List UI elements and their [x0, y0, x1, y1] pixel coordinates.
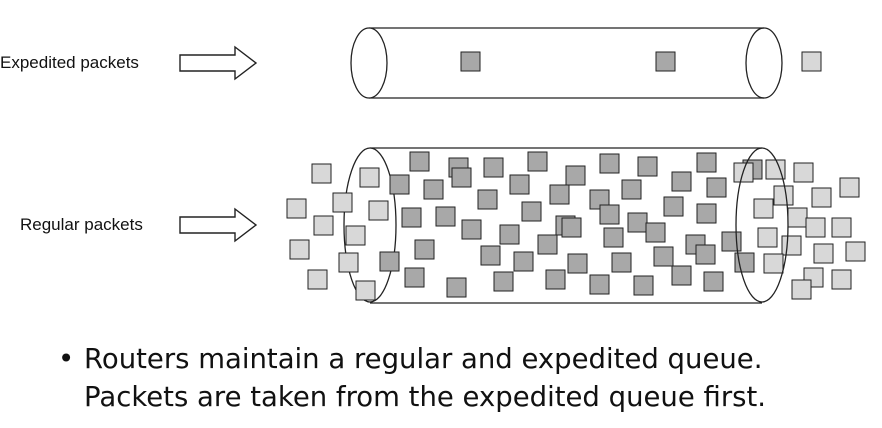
packet	[599, 204, 620, 225]
packet	[671, 171, 692, 192]
packet	[763, 253, 784, 274]
expedited-label: Expedited packets	[0, 53, 139, 72]
expedited-packets	[460, 51, 822, 72]
packet	[721, 231, 742, 252]
packet	[801, 51, 822, 72]
packet	[793, 162, 814, 183]
packet	[313, 215, 334, 236]
packet	[696, 152, 717, 173]
packet	[791, 279, 812, 300]
regular-label: Regular packets	[20, 215, 143, 234]
bullet-line-1: Routers maintain a regular and expedited…	[84, 343, 763, 375]
packet	[831, 269, 852, 290]
packet	[338, 252, 359, 273]
packet	[567, 253, 588, 274]
packet	[311, 163, 332, 184]
packet	[781, 235, 802, 256]
packet	[289, 239, 310, 260]
packet	[549, 184, 570, 205]
packet	[480, 245, 501, 266]
packet	[379, 251, 400, 272]
bullet-text: Routers maintain a regular and expedited…	[84, 340, 766, 416]
packet	[839, 177, 860, 198]
regular-queue-exit	[735, 147, 789, 303]
packet	[633, 275, 654, 296]
packet	[603, 227, 624, 248]
packet	[813, 243, 834, 264]
packet	[637, 156, 658, 177]
packet	[446, 277, 467, 298]
packet	[477, 189, 498, 210]
packet	[401, 207, 422, 228]
packet	[811, 187, 832, 208]
packet	[831, 217, 852, 238]
packet	[611, 252, 632, 273]
packet	[589, 274, 610, 295]
packet	[671, 265, 692, 286]
packet	[773, 185, 794, 206]
packet	[509, 174, 530, 195]
packet	[545, 269, 566, 290]
packet	[696, 203, 717, 224]
packet	[389, 174, 410, 195]
packet	[359, 167, 380, 188]
packet	[307, 269, 328, 290]
expedited-queue-tube	[350, 27, 783, 99]
packet	[409, 151, 430, 172]
packet	[451, 167, 472, 188]
packet	[513, 251, 534, 272]
packet	[483, 157, 504, 178]
packet	[706, 177, 727, 198]
packet	[599, 153, 620, 174]
bullet-line-2: Packets are taken from the expedited que…	[84, 381, 766, 413]
packet	[663, 196, 684, 217]
packet	[355, 280, 376, 301]
packet	[695, 244, 716, 265]
packet	[845, 241, 866, 262]
packet	[805, 217, 826, 238]
packet	[286, 198, 307, 219]
packet	[404, 267, 425, 288]
queue-diagram: Expedited packets Regular packets	[0, 27, 866, 304]
packet	[345, 225, 366, 246]
packet	[332, 192, 353, 213]
packet	[561, 217, 582, 238]
packet	[565, 165, 586, 186]
packet	[757, 227, 778, 248]
packet	[368, 200, 389, 221]
packet	[461, 219, 482, 240]
packet	[521, 201, 542, 222]
packet	[653, 246, 674, 267]
regular-arrow	[179, 207, 258, 243]
packet	[435, 206, 456, 227]
packet	[423, 179, 444, 200]
packet	[787, 207, 808, 228]
regular-packets	[286, 151, 866, 301]
packet	[703, 271, 724, 292]
expedited-arrow	[179, 45, 258, 81]
packet	[753, 198, 774, 219]
packet	[460, 51, 481, 72]
bullet-marker: •	[58, 343, 75, 375]
packet	[645, 222, 666, 243]
packet	[527, 151, 548, 172]
packet	[627, 212, 648, 233]
packet	[499, 224, 520, 245]
packet	[621, 179, 642, 200]
packet	[493, 271, 514, 292]
packet	[655, 51, 676, 72]
packet	[537, 234, 558, 255]
packet	[414, 239, 435, 260]
